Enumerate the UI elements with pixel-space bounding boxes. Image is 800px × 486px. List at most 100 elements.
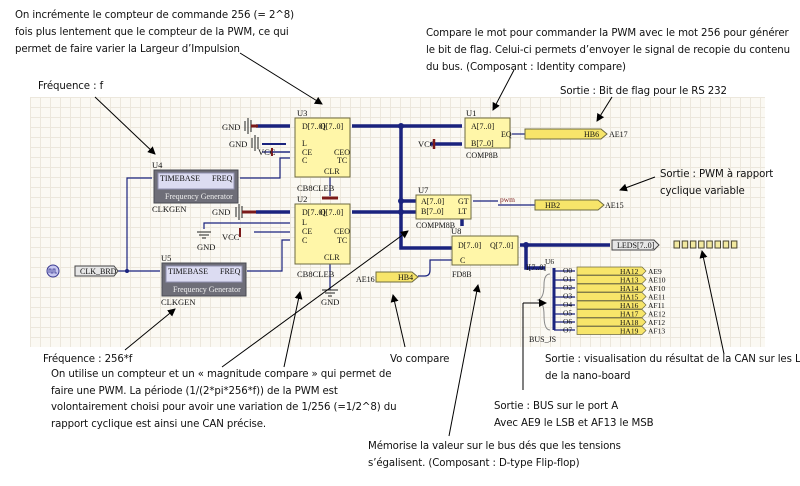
led-icon bbox=[698, 240, 705, 249]
bus-port-ha18[interactable]: HA18 AF12 bbox=[576, 317, 665, 327]
u2-pin-d: D[7..0] bbox=[302, 208, 325, 217]
component-u8-dflipflop[interactable]: U8 D[7..0] Q[7..0] C FD8B bbox=[451, 226, 519, 279]
junction bbox=[523, 242, 529, 248]
arrow-flag-out bbox=[596, 96, 613, 122]
port-pin: AE12 bbox=[648, 310, 666, 319]
u3-pin-ceo: CEO bbox=[334, 148, 350, 157]
port-name: HA16 bbox=[620, 301, 639, 310]
port-clk-brd[interactable]: CLK_BRD bbox=[46, 264, 119, 278]
port-name: HA14 bbox=[620, 284, 639, 293]
u3-pin-l: L bbox=[302, 139, 307, 148]
u1-ref: U1 bbox=[466, 108, 476, 118]
u3-ref: U3 bbox=[297, 108, 307, 118]
note-memorize: Mémorise la valeur sur le bus dés que le… bbox=[368, 441, 621, 469]
note-frequency-256f: Fréquence : 256*f bbox=[43, 354, 133, 365]
port-pin: AF13 bbox=[648, 327, 665, 336]
u7-pin-b: B[7..0] bbox=[421, 207, 444, 216]
schematic-grid bbox=[30, 97, 765, 347]
u6-output-o0: O0 bbox=[563, 266, 572, 275]
u4-timebase-pin: TIMEBASE bbox=[160, 174, 200, 183]
u2-type: CB8CLEB bbox=[297, 269, 335, 279]
port-vo-hb4[interactable]: AE16 HB4 bbox=[356, 271, 419, 284]
junction bbox=[398, 198, 404, 204]
note-frequency-f: Fréquence : f bbox=[38, 81, 104, 92]
port-name: HA15 bbox=[620, 293, 639, 302]
u4-type: CLKGEN bbox=[152, 204, 186, 214]
ae15-label: AE15 bbox=[605, 201, 624, 210]
arrow-led-out bbox=[699, 250, 725, 355]
vcc-label: VCC bbox=[258, 147, 276, 157]
led-icon bbox=[722, 240, 730, 249]
u1-type: COMP8B bbox=[466, 151, 498, 160]
port-name: HA19 bbox=[620, 327, 639, 336]
u6-ref: U6 bbox=[545, 257, 554, 266]
u7-ref: U7 bbox=[418, 185, 428, 195]
u2-pin-q: Q[7..0] bbox=[320, 208, 343, 217]
note-magnitude-compare: On utilise un compteur et un « magnitude… bbox=[51, 369, 397, 430]
u2-pin-clr: CLR bbox=[324, 253, 340, 262]
port-pin: AF12 bbox=[648, 318, 665, 327]
vcc-label: VCC bbox=[222, 232, 240, 242]
u8-pin-c: C bbox=[460, 256, 465, 265]
u6-input-label: I[7..0] bbox=[526, 263, 546, 272]
junction bbox=[398, 209, 404, 215]
bus-counter-to-u8 bbox=[399, 126, 460, 250]
vcc-u3-ce: VCC bbox=[258, 147, 290, 157]
port-name: HA17 bbox=[620, 310, 639, 319]
note-flag-output: Sortie : Bit de flag pour le RS 232 bbox=[560, 86, 727, 97]
component-u4-clkgen[interactable]: U4 TIMEBASE FREQ Frequency Generator CLK… bbox=[152, 160, 239, 214]
port-name: HA13 bbox=[620, 276, 639, 285]
bus-port-ha19[interactable]: HA19 AF13 bbox=[576, 326, 665, 336]
u6-output-o6: O6 bbox=[563, 317, 572, 326]
gnd-label: GND bbox=[229, 139, 247, 149]
port-leds[interactable]: LEDS[7..0] bbox=[611, 239, 660, 251]
u3-pin-q: Q[7..0] bbox=[320, 122, 343, 131]
led-icon bbox=[706, 240, 713, 249]
arrow-pwm-out bbox=[619, 176, 656, 192]
gnd-label: GND bbox=[321, 297, 339, 307]
u6-type: BUS_JS bbox=[529, 335, 556, 344]
u7-pin-gt: GT bbox=[458, 197, 469, 206]
note-counter: On incrémente le compteur de commande 25… bbox=[15, 10, 295, 55]
component-u5-clkgen[interactable]: U5 TIMEBASE FREQ Frequency Generator CLK… bbox=[161, 253, 247, 307]
net-pwm-label: pwm bbox=[500, 195, 515, 204]
component-u3-counter[interactable]: U3 D[7..0] Q[7..0] L CE CEO C TC CLR CB8… bbox=[294, 108, 351, 193]
arrow-freq-256f bbox=[124, 308, 176, 351]
u7-type: COMPM8B bbox=[416, 221, 455, 230]
bus-port-ha17[interactable]: HA17 AE12 bbox=[576, 309, 666, 319]
vcc-u1-b: VCC bbox=[418, 139, 436, 149]
gnd-label: GND bbox=[222, 122, 240, 132]
u3-pin-c: C bbox=[302, 156, 307, 165]
arrow-counter-note bbox=[239, 52, 323, 105]
clk-brd-label: CLK_BRD bbox=[80, 267, 117, 276]
u6-output-o4: O4 bbox=[563, 300, 572, 309]
component-u1-comparator[interactable]: U1 A[7..0] B[7..0] EQ COMP8B bbox=[464, 108, 512, 160]
port-name: HA18 bbox=[620, 318, 639, 327]
junctions bbox=[125, 123, 529, 273]
port-flag-hb6[interactable]: HB6 AE17 bbox=[524, 128, 628, 140]
wire-clk-to-u4 bbox=[126, 177, 152, 271]
u8-type: FD8B bbox=[452, 270, 472, 279]
component-u7-magnitude-compare[interactable]: U7 A[7..0] B[7..0] GT LT COMPM8B pwm bbox=[415, 185, 515, 230]
u2-ref: U2 bbox=[297, 194, 307, 204]
component-u2-counter[interactable]: U2 D[7..0] Q[7..0] L CE CEO C TC CLR CB8… bbox=[294, 194, 351, 279]
u4-ref: U4 bbox=[152, 160, 163, 170]
u2-pin-l: L bbox=[302, 218, 307, 227]
port-name: HA12 bbox=[620, 267, 639, 276]
arrow-compare-note bbox=[492, 69, 515, 111]
gnd-u3-l: GND bbox=[229, 135, 259, 151]
wire-vo-to-u8-c bbox=[418, 259, 460, 277]
arrow-cb8cleb bbox=[283, 291, 303, 368]
note-vo-compare: Vo compare bbox=[390, 354, 450, 365]
port-pwm-hb2[interactable]: HB2 AE15 bbox=[534, 199, 624, 211]
u3-pin-ce: CE bbox=[302, 148, 312, 157]
